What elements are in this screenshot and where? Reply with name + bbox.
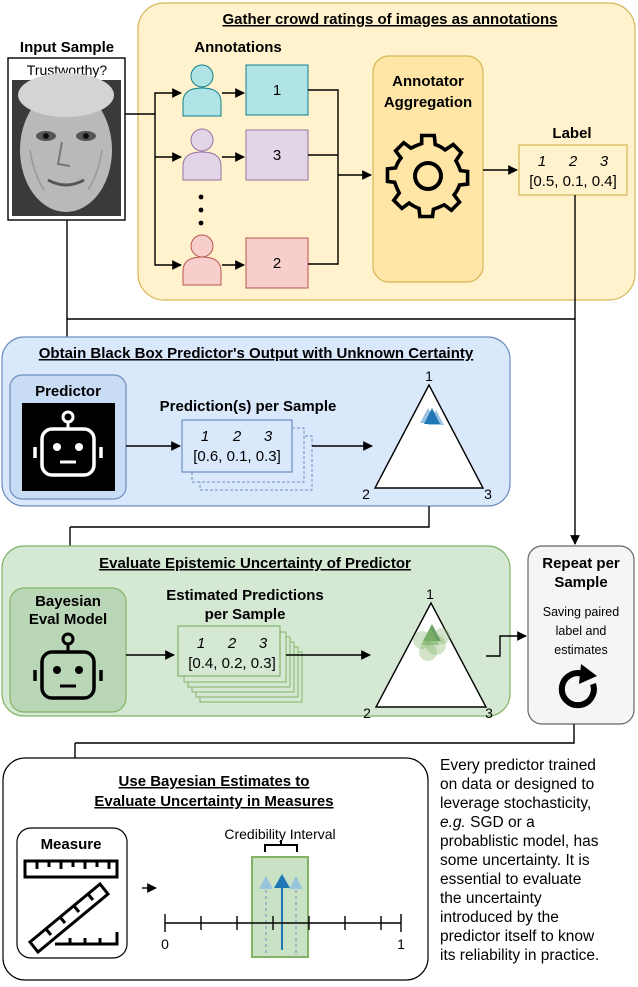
- estimate-class: 1: [197, 635, 205, 652]
- simplex-triangle: [374, 601, 488, 708]
- gather-section: Gather crowd ratings of images as annota…: [124, 2, 636, 301]
- label-class: 2: [568, 153, 578, 170]
- credibility-interval: [251, 856, 309, 958]
- note-line: on data or designed to: [440, 776, 595, 793]
- note-line: leverage stochasticity,: [440, 795, 592, 812]
- input-title: Input Sample: [20, 39, 114, 56]
- estimate-class: 2: [227, 635, 237, 652]
- predictor-section: Obtain Black Box Predictor's Output with…: [1, 336, 511, 507]
- ruler-icon: [23, 859, 119, 955]
- note-line: the uncertainty: [440, 890, 542, 907]
- annotator-person-icon: [182, 64, 222, 117]
- note-line: essential to evaluate: [440, 871, 582, 888]
- note-line: e.g. SGD or a: [440, 813, 635, 832]
- note-line: some uncertainty. It is: [440, 852, 590, 869]
- input-sample: Input Sample Trustworthy?: [7, 39, 126, 221]
- estimate-values: [0.4, 0.2, 0.3]: [188, 655, 276, 672]
- measure-section-title: Use Bayesian Estimates to: [119, 773, 310, 790]
- prediction-class: 2: [232, 428, 242, 445]
- prediction-class: 3: [264, 428, 273, 445]
- robot-icon: [22, 403, 115, 491]
- bayesian-model-title: Bayesian: [35, 593, 101, 610]
- estimate-class: 3: [259, 635, 268, 652]
- repeat-desc: label and: [556, 624, 607, 638]
- note-line-rest: SGD or a: [465, 814, 535, 831]
- gather-title: Gather crowd ratings of images as annota…: [222, 11, 557, 28]
- repeat-title: Sample: [554, 574, 607, 591]
- input-question: Trustworthy?: [27, 62, 108, 78]
- aggregation-title: Annotator: [392, 73, 464, 90]
- annotator-person-icon: [182, 128, 222, 181]
- repeat-desc: Saving paired: [543, 605, 619, 619]
- refresh-icon: [558, 664, 597, 709]
- measure-section: Use Bayesian Estimates to Evaluate Uncer…: [2, 757, 429, 981]
- rating-value: 2: [273, 255, 281, 272]
- predictor-label: Predictor: [35, 383, 101, 400]
- bayesian-model-title: Eval Model: [29, 611, 107, 628]
- annotator-person-icon: [182, 234, 222, 286]
- simplex-vertex: 3: [484, 486, 492, 502]
- measure-label: Measure: [41, 836, 102, 853]
- label-values: [0.5, 0.1, 0.4]: [529, 173, 617, 190]
- label-class: 3: [600, 153, 609, 170]
- estimate-marker: [274, 874, 290, 888]
- estimated-predictions-label: Estimated Predictions: [166, 587, 324, 604]
- note-emphasis: e.g.: [440, 814, 466, 831]
- explanation-note: Every predictor trained on data or desig…: [440, 756, 635, 965]
- simplex-triangle: [373, 383, 485, 489]
- simplex-vertex: 1: [425, 368, 433, 384]
- prediction-values: [0.6, 0.1, 0.3]: [193, 448, 281, 465]
- simplex-vertex: 3: [485, 705, 493, 721]
- simplex-vertex: 2: [362, 486, 370, 502]
- robot-icon: [33, 632, 103, 700]
- annotations-label: Annotations: [194, 39, 282, 56]
- face-photo: [12, 73, 121, 216]
- predictions-label: Prediction(s) per Sample: [160, 398, 337, 415]
- note-line: predictor itself to know: [440, 928, 595, 945]
- axis-max: 1: [397, 936, 405, 952]
- measure-section-title: Evaluate Uncertainty in Measures: [94, 793, 333, 810]
- estimated-predictions-label: per Sample: [205, 606, 286, 623]
- eval-section-title: Evaluate Epistemic Uncertainty of Predic…: [99, 555, 411, 572]
- rating-box: [245, 64, 309, 116]
- label-box: [518, 144, 628, 196]
- note-line: its reliability in practice.: [440, 947, 600, 964]
- aggregation-title: Aggregation: [384, 94, 472, 111]
- note-line: Every predictor trained: [440, 757, 596, 774]
- note-line: probablistic model, has: [440, 833, 599, 850]
- repeat-title: Repeat per: [542, 555, 620, 572]
- label-title: Label: [552, 125, 591, 142]
- gear-icon: [385, 133, 470, 219]
- estimate-card: [177, 625, 281, 677]
- repeat-box: Repeat per Sample Saving paired label an…: [527, 545, 635, 725]
- axis-min: 0: [161, 936, 169, 952]
- label-class: 1: [538, 153, 546, 170]
- interval-label: Credibility Interval: [224, 826, 335, 842]
- ellipsis-dots: [198, 194, 204, 226]
- prediction-class: 1: [201, 428, 209, 445]
- prediction-card: [181, 419, 293, 473]
- note-line: introduced by the: [440, 909, 559, 926]
- repeat-desc: estimates: [554, 643, 608, 657]
- rating-value: 3: [273, 147, 281, 164]
- predictor-section-title: Obtain Black Box Predictor's Output with…: [39, 345, 474, 362]
- rating-value: 1: [273, 82, 281, 99]
- prediction-markers: [420, 408, 444, 425]
- rating-box: [245, 237, 309, 289]
- estimate-markers: [413, 624, 450, 661]
- simplex-vertex: 1: [426, 586, 434, 602]
- eval-section: Evaluate Epistemic Uncertainty of Predic…: [1, 545, 511, 721]
- simplex-vertex: 2: [363, 705, 371, 721]
- repeat-panel: [527, 545, 635, 725]
